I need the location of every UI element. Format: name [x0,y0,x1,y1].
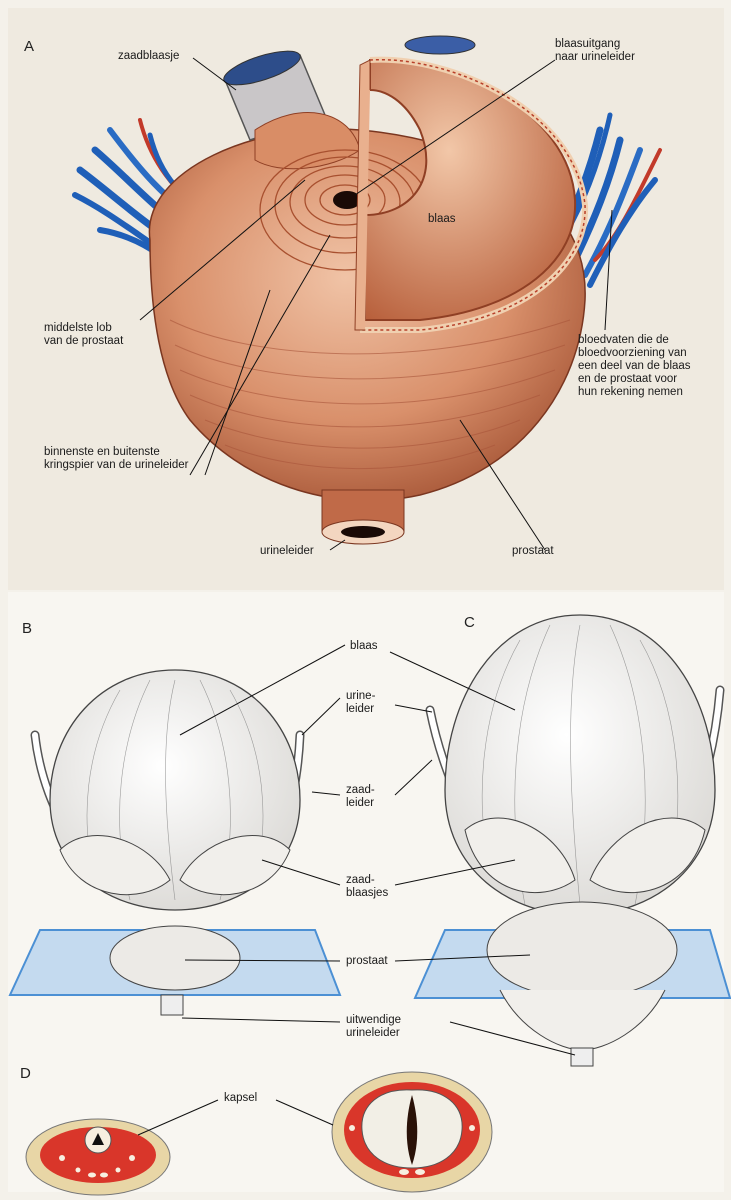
label-uitwendige-urineleider: uitwendige urineleider [346,1014,401,1040]
urethra-b [161,995,183,1015]
panel-letter-d: D [20,1065,31,1082]
panel-letter-a: A [24,38,34,55]
prostate-lower-c [500,990,665,1050]
panel-letter-b: B [22,620,32,637]
panel-letter-c: C [464,614,475,631]
label-blaas-a: blaas [428,213,456,226]
prostate-c [487,902,677,998]
panel-a-drawing [75,36,660,550]
panel-c-drawing [415,615,730,1066]
label-urineleider-a: urineleider [260,545,314,558]
label-blaasuitgang: blaasuitgang naar urineleider [555,38,635,64]
panel-b-drawing [10,670,340,1015]
label-zaadblaasje: zaadblaasje [118,50,179,63]
label-zaadleider: zaad- leider [346,784,375,810]
ureter-top-opening [405,36,475,54]
label-urineleider-bc: urine- leider [346,690,375,716]
label-kringspier: binnenste en buitenste kringspier van de… [44,446,188,472]
prostate-b [110,926,240,990]
label-prostaat-a: prostaat [512,545,554,558]
label-middelste-lob: middelste lob van de prostaat [44,322,123,348]
label-blaas-bc: blaas [350,640,378,653]
label-bloedvaten: bloedvaten die de bloedvoorziening van e… [578,334,691,399]
label-zaadblaasjes: zaad- blaasjes [346,874,388,900]
label-kapsel: kapsel [224,1092,257,1105]
leader-lines-d [138,1100,333,1135]
label-prostaat-bc: prostaat [346,955,388,968]
panel-d-drawing [26,1072,492,1195]
urethra-c [571,1048,593,1066]
